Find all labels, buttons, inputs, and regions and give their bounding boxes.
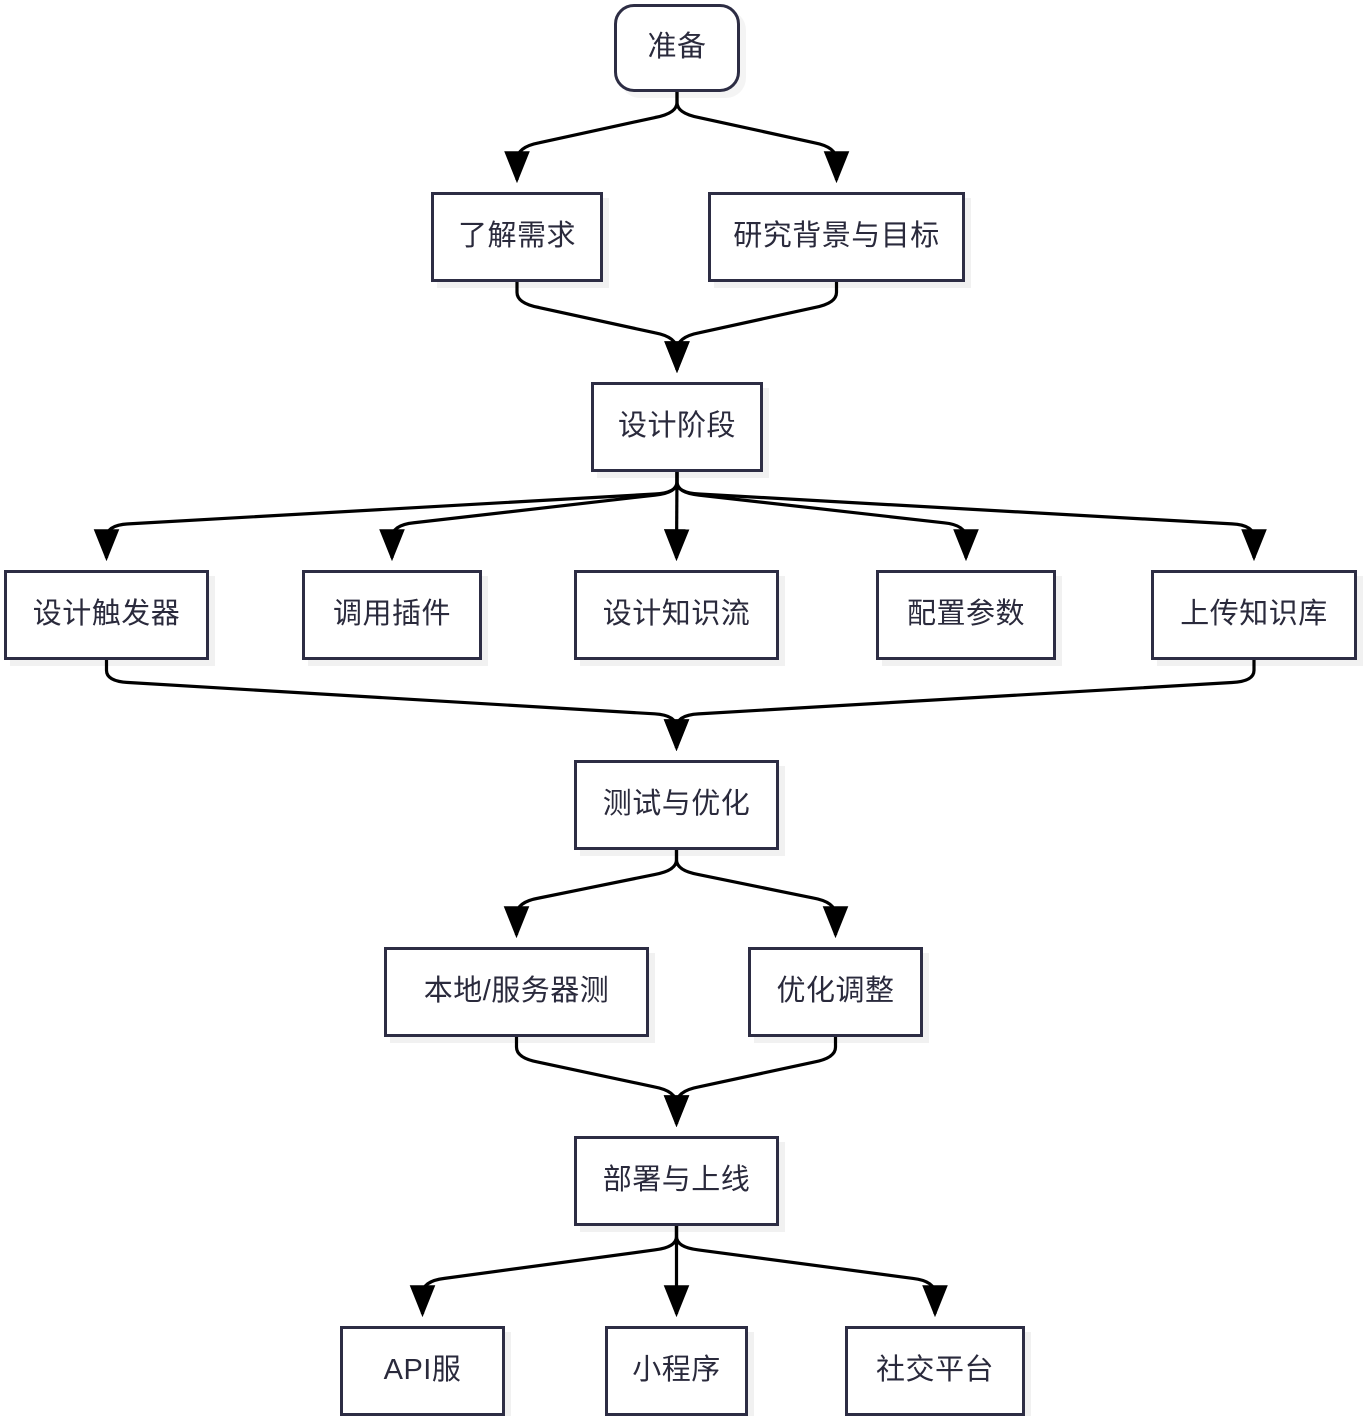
node-miniapp[interactable]: 小程序 <box>605 1326 748 1416</box>
node-label-prepare: 准备 <box>647 31 707 64</box>
edge-design-to-plugin <box>379 472 679 562</box>
edge-prepare-to-needs <box>504 92 679 184</box>
node-plugin[interactable]: 调用插件 <box>302 570 482 660</box>
node-prepare[interactable]: 准备 <box>614 4 740 92</box>
edge-upload-to-testopt <box>663 660 1256 752</box>
node-params[interactable]: 配置参数 <box>876 570 1056 660</box>
node-label-optimize: 优化调整 <box>776 975 895 1008</box>
node-label-knowflow: 设计知识流 <box>602 598 751 631</box>
node-design[interactable]: 设计阶段 <box>591 382 763 472</box>
edge-optimize-to-deploy <box>663 1037 838 1128</box>
node-knowflow[interactable]: 设计知识流 <box>574 570 779 660</box>
edge-design-to-knowflow <box>663 471 690 562</box>
node-deploy[interactable]: 部署与上线 <box>574 1136 779 1226</box>
node-label-social: 社交平台 <box>875 1354 994 1387</box>
node-label-apiserv: API服 <box>383 1354 462 1387</box>
edge-trigger-to-testopt <box>104 660 690 752</box>
edge-localtest-to-deploy <box>514 1037 690 1128</box>
node-localtest[interactable]: 本地/服务器测 <box>384 947 649 1037</box>
node-label-params: 配置参数 <box>906 598 1025 631</box>
node-label-testopt: 测试与优化 <box>602 788 751 821</box>
edge-needs-to-design <box>515 282 690 374</box>
node-label-miniapp: 小程序 <box>632 1354 721 1387</box>
edge-design-to-params <box>675 472 979 562</box>
node-label-plugin: 调用插件 <box>332 598 451 631</box>
node-testopt[interactable]: 测试与优化 <box>574 760 779 850</box>
node-research[interactable]: 研究背景与目标 <box>708 192 965 282</box>
node-upload[interactable]: 上传知识库 <box>1151 570 1357 660</box>
node-label-deploy: 部署与上线 <box>602 1164 751 1197</box>
edge-design-to-trigger <box>93 472 679 562</box>
node-label-research: 研究背景与目标 <box>733 220 940 253</box>
node-optimize[interactable]: 优化调整 <box>748 947 923 1037</box>
node-label-design: 设计阶段 <box>617 410 736 443</box>
node-label-localtest: 本地/服务器测 <box>423 975 610 1008</box>
node-label-needs: 了解需求 <box>457 220 576 253</box>
node-label-upload: 上传知识库 <box>1180 598 1328 631</box>
node-apiserv[interactable]: API服 <box>340 1326 505 1416</box>
node-trigger[interactable]: 设计触发器 <box>4 570 209 660</box>
edge-deploy-to-apiserv <box>409 1226 679 1318</box>
edge-research-to-design <box>664 282 839 374</box>
edge-deploy-to-social <box>674 1226 948 1318</box>
edge-testopt-to-localtest <box>503 850 679 939</box>
node-social[interactable]: 社交平台 <box>845 1326 1025 1416</box>
edge-design-to-upload <box>675 472 1267 562</box>
edge-prepare-to-research <box>675 92 850 184</box>
node-label-trigger: 设计触发器 <box>32 598 181 631</box>
node-needs[interactable]: 了解需求 <box>431 192 603 282</box>
edge-testopt-to-optimize <box>674 850 849 939</box>
